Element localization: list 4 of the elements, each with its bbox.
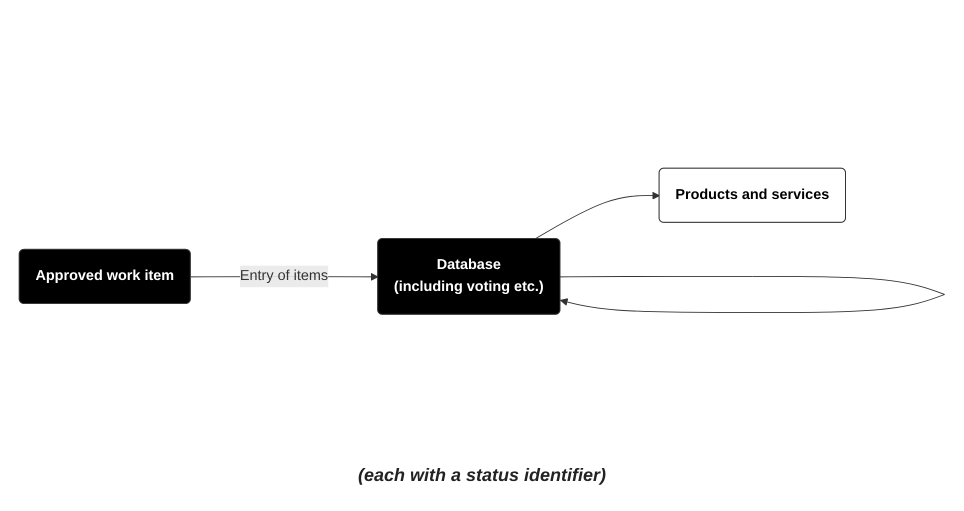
edge-label: Entry of items [240,268,328,284]
arrow [534,191,660,240]
arrow [560,276,946,313]
note-text: (each with a status identifier) [358,465,606,486]
